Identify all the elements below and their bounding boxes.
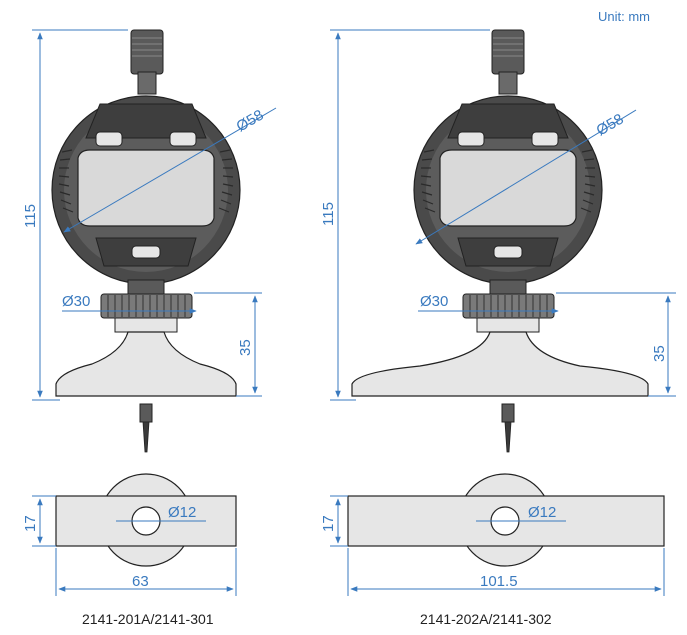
stem-diameter-label: Ø30 (62, 293, 90, 310)
base-width-label: 63 (132, 573, 149, 590)
gauge-cap (491, 29, 525, 75)
model-right: 115 Ø58 Ø30 35 17 Ø12 101.5 2141-202A/21… (320, 29, 676, 627)
model-caption: 2141-202A/2141-302 (420, 611, 552, 627)
gauge-top-view-left (55, 473, 237, 567)
base-thickness-label: 17 (22, 515, 39, 532)
probe-diameter-label: Ø12 (528, 504, 556, 521)
gauge-cap (130, 29, 164, 75)
dimensions-top-right (330, 495, 665, 596)
dimensions-front-left (32, 29, 277, 401)
probe-tip (504, 421, 512, 453)
base-height-label: 35 (651, 345, 668, 362)
base-thickness-label: 17 (320, 515, 337, 532)
height-label: 115 (22, 204, 39, 228)
button-bottom (131, 245, 161, 259)
base-width-label: 101.5 (480, 573, 518, 590)
model-caption: 2141-201A/2141-301 (82, 611, 214, 627)
dimensions-top-left (32, 495, 237, 596)
depth-base (351, 331, 649, 397)
height-label: 115 (320, 202, 337, 226)
dial-diameter-label: Ø58 (234, 107, 267, 136)
probe-tip (142, 421, 150, 453)
dial-diameter-label: Ø58 (594, 111, 627, 140)
base-height-label: 35 (237, 339, 254, 356)
depth-base (55, 331, 237, 397)
button-top-right (169, 131, 197, 147)
gauge-top-view-right (347, 473, 665, 567)
button-bottom (493, 245, 523, 259)
dimensions-front-right (330, 29, 676, 401)
probe-diameter-label: Ø12 (168, 504, 196, 521)
stem-diameter-label: Ø30 (420, 293, 448, 310)
display-window (77, 149, 215, 227)
gauge-front-view-left (51, 29, 241, 453)
unit-label: Unit: mm (598, 9, 650, 24)
model-left: 115 Ø58 Ø30 35 17 Ø12 63 2141-201A/2141-… (22, 29, 277, 627)
gauge-front-view-right (351, 29, 649, 453)
button-top-right (531, 131, 559, 147)
button-top-left (457, 131, 485, 147)
button-top-left (95, 131, 123, 147)
